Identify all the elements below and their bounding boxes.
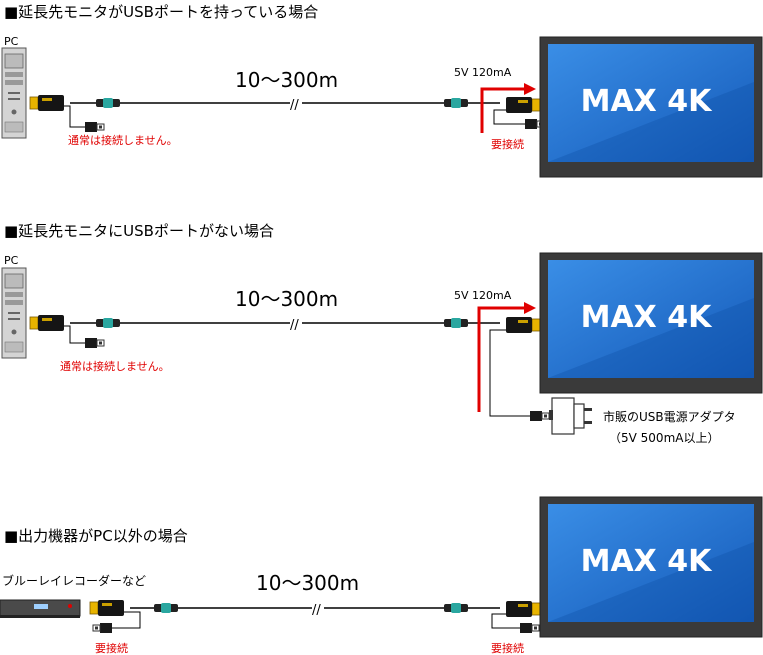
section-1-distance: 10～300m xyxy=(235,68,338,92)
section-2-ferrite-right-icon xyxy=(444,318,468,328)
section-1-rx-module-icon xyxy=(505,96,541,114)
section-1-ferrite-right-icon xyxy=(444,98,468,108)
section-3-note-monitor: 要接続 xyxy=(491,641,524,655)
section-1-pc-label: PC xyxy=(4,35,19,48)
section-2-power-arrow xyxy=(477,306,525,412)
section-2-power-arrow-head-icon xyxy=(524,302,536,314)
section-2-rx-module-icon xyxy=(505,316,541,334)
bluray-recorder-icon xyxy=(0,599,81,618)
section-3-source-label: ブルーレイレコーダーなど xyxy=(2,573,146,588)
section-3-distance: 10～300m xyxy=(256,571,359,595)
section-3-cable-break-icon: // xyxy=(312,603,321,618)
section-1-power-arrow-head-icon xyxy=(524,83,536,95)
section-1-heading: ■延長先モニタがUSBポートを持っている場合 xyxy=(4,3,318,21)
section-3-rx-module-icon xyxy=(505,600,541,618)
section-2-pc-icon xyxy=(1,267,27,359)
section-3-ferrite-right-icon xyxy=(444,603,468,613)
section-3-note-source: 要接続 xyxy=(95,641,128,655)
section-2-pc-label: PC xyxy=(4,254,19,267)
section-1-tx-usb-cable xyxy=(64,105,85,128)
section-2-tx-usb-cable xyxy=(64,325,85,344)
section-1-rx-usb-cable xyxy=(493,109,525,125)
section-2-tx-module-icon xyxy=(29,314,65,332)
section-2-heading: ■延長先モニタにUSBポートがない場合 xyxy=(4,222,274,240)
section-1-pc-icon xyxy=(1,47,27,139)
section-1-tx-usb-plug-icon xyxy=(84,121,105,133)
usb-power-adapter-icon xyxy=(549,397,592,435)
section-3-tx-usb-plug-icon xyxy=(92,622,113,634)
section-1-cable-break-icon: // xyxy=(290,98,299,113)
section-2-rx-usb-cable xyxy=(489,329,530,417)
section-2-monitor-text: MAX 4K xyxy=(581,300,714,335)
section-2-cable-break-icon: // xyxy=(290,318,299,333)
section-1-power-arrow xyxy=(480,87,525,133)
section-1-note-monitor: 要接続 xyxy=(491,137,524,151)
section-2-distance: 10～300m xyxy=(235,287,338,311)
section-3-heading: ■出力機器がPC以外の場合 xyxy=(4,527,188,545)
section-3-monitor-text: MAX 4K xyxy=(581,544,714,579)
section-2-ferrite-left-icon xyxy=(96,318,120,328)
section-1-power-label: 5V 120mA xyxy=(454,66,512,79)
section-3-tx-module-icon xyxy=(89,599,125,617)
section-3-rx-usb-cable xyxy=(491,613,520,629)
section-1-tx-module-icon xyxy=(29,94,65,112)
section-1-note-pc: 通常は接続しません。 xyxy=(68,133,178,147)
section-2-power-label: 5V 120mA xyxy=(454,289,512,302)
section-3-ferrite-left-icon xyxy=(154,603,178,613)
adapter-line-2: （5V 500mA以上） xyxy=(609,431,719,445)
section-1-ferrite-left-icon xyxy=(96,98,120,108)
section-3-rx-usb-plug-icon xyxy=(519,622,540,634)
section-3-tx-usb-cable xyxy=(112,611,141,629)
section-2-tx-usb-plug-icon xyxy=(84,337,105,349)
section-2-rx-usb-plug-icon xyxy=(529,410,550,422)
adapter-line-1: 市販のUSB電源アダプタ xyxy=(603,409,736,424)
section-1-monitor-text: MAX 4K xyxy=(581,84,714,119)
section-2-note-pc: 通常は接続しません。 xyxy=(60,359,170,373)
